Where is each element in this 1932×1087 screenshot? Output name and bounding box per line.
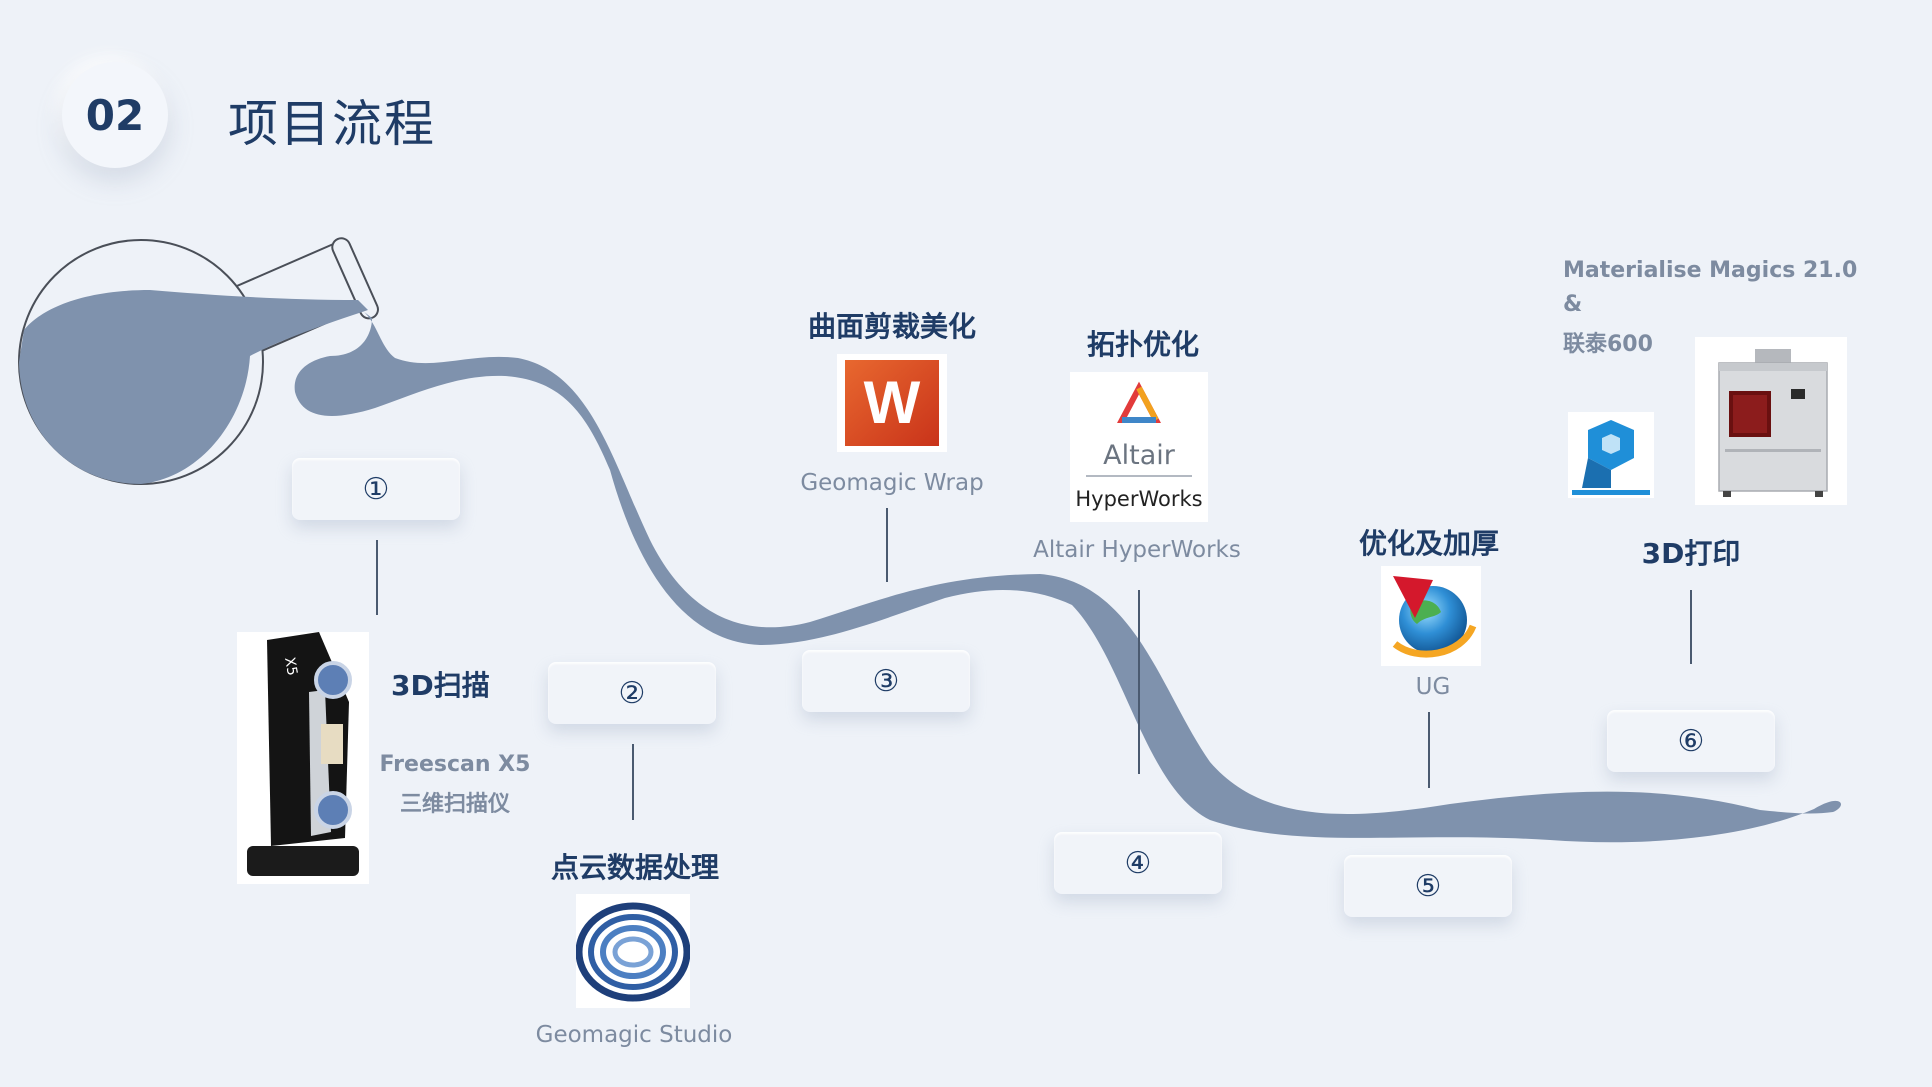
step-4-software: Altair HyperWorks xyxy=(1033,537,1241,563)
scanner-image: X5 xyxy=(237,632,369,884)
step-title-6: 3D打印 xyxy=(1641,537,1741,570)
step-6-ampersand: & xyxy=(1563,292,1583,317)
globe-arrow-icon xyxy=(1392,576,1477,658)
rings-icon xyxy=(575,902,691,1002)
step-6-printer-name: 联泰600 xyxy=(1563,332,1653,357)
altair-hyperworks-logo: Altair HyperWorks xyxy=(1070,372,1208,522)
step-3-software: Geomagic Wrap xyxy=(800,470,984,496)
step-marker-5: ⑤ xyxy=(1344,855,1512,917)
connector-line-2 xyxy=(632,744,634,820)
connector-line-1 xyxy=(376,540,378,615)
connector-line-4 xyxy=(1138,590,1140,774)
step-2-software: Geomagic Studio xyxy=(535,1022,733,1048)
printer-image xyxy=(1695,337,1847,505)
step-marker-1: ① xyxy=(292,458,460,520)
altair-brand: Altair xyxy=(1103,440,1176,471)
connector-line-5 xyxy=(1428,712,1430,788)
step-marker-3: ③ xyxy=(802,650,970,712)
flask-liquid xyxy=(19,290,368,484)
geomagic-wrap-logo: W xyxy=(837,354,947,452)
step-marker-2: ② xyxy=(548,662,716,724)
magics-logo xyxy=(1568,412,1654,498)
step-5-software: UG xyxy=(1415,674,1451,700)
printer-icon xyxy=(1718,349,1828,497)
step-title-2: 点云数据处理 xyxy=(550,851,720,884)
hyperworks-brand: HyperWorks xyxy=(1075,487,1202,511)
altair-triangle-icon xyxy=(1117,381,1161,423)
geomagic-studio-logo xyxy=(575,894,691,1008)
wrap-w-icon: W xyxy=(845,360,939,446)
section-number: 02 xyxy=(85,90,145,140)
scanner-model-label: X5 xyxy=(281,656,300,677)
step-title-1: 3D扫描 xyxy=(391,669,490,702)
connector-line-3 xyxy=(886,508,888,582)
step-title-5: 优化及加厚 xyxy=(1358,527,1500,560)
wrap-logo-letter: W xyxy=(864,369,921,436)
page-title: 项目流程 xyxy=(228,95,436,153)
step-1-device-type: 三维扫描仪 xyxy=(399,792,511,817)
step-marker-4: ④ xyxy=(1054,832,1222,894)
step-title-4: 拓扑优化 xyxy=(1086,328,1200,361)
flask-rim xyxy=(331,237,379,320)
connector-line-6 xyxy=(1690,590,1692,664)
step-1-device-name: Freescan X5 xyxy=(379,752,531,777)
section-number-badge: 02 xyxy=(62,62,168,168)
step-marker-6: ⑥ xyxy=(1607,710,1775,772)
ug-logo xyxy=(1381,566,1481,666)
magics-cube-icon xyxy=(1572,420,1650,495)
step-6-software-name: Materialise Magics 21.0 xyxy=(1563,258,1858,283)
step-title-3: 曲面剪裁美化 xyxy=(807,310,977,343)
